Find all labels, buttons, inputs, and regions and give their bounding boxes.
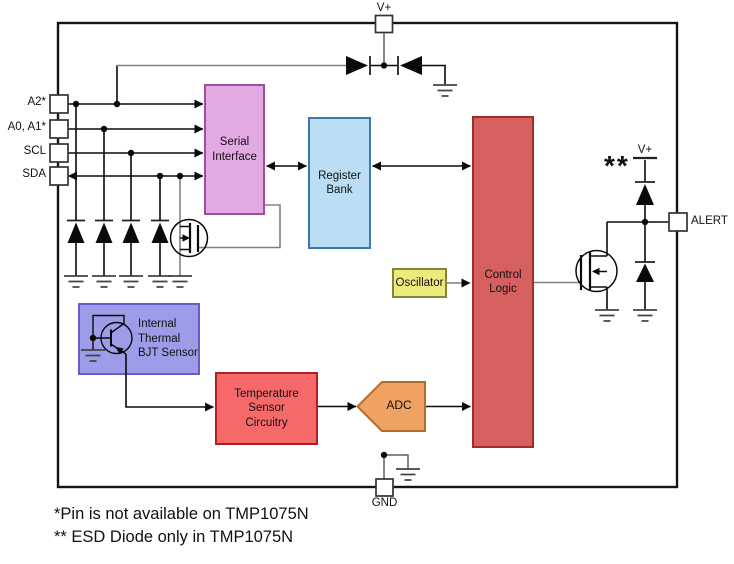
scl-pin-label: SCL	[23, 145, 46, 157]
sda-pin-label: SDA	[22, 168, 46, 180]
a2-pin-label: A2*	[27, 96, 46, 108]
supply-clamp-diode-right	[400, 56, 422, 75]
register-bank-block: Register Bank	[308, 117, 371, 249]
supply-clamp-diode-left	[346, 56, 368, 75]
oscillator-block: Oscillator	[392, 268, 447, 298]
bjt-sensor-block: Internal Thermal BJT Sensor	[78, 303, 200, 375]
alert-pin-label: ALERT	[691, 215, 728, 227]
a2-pin-square	[49, 94, 69, 114]
serial-interface-label: Serial Interface	[212, 136, 257, 163]
serial-interface-block: Serial Interface	[204, 84, 265, 215]
vplus-pin-square	[374, 14, 394, 34]
alert-esd-diode-top	[636, 184, 654, 205]
temp-sensor-circuitry-label: Temperature Sensor Circuitry	[234, 387, 299, 429]
esd-note-marker: **	[604, 150, 630, 181]
chip-outline	[56, 21, 679, 489]
a0-a1-pin-label: A0, A1*	[7, 121, 46, 133]
oscillator-label: Oscillator	[395, 276, 444, 289]
temp-sensor-circuitry-block: Temperature Sensor Circuitry	[215, 372, 318, 445]
sda-pin-square	[49, 166, 69, 186]
a0-a1-pin-square	[49, 119, 69, 139]
control-logic-label: Control Logic	[484, 268, 522, 295]
adc-label: ADC	[386, 398, 412, 412]
pin-squares	[49, 14, 688, 497]
gnd-pin-label: GND	[371, 497, 398, 509]
vplus-right-label: V+	[637, 144, 653, 156]
register-bank-label: Register Bank	[318, 169, 361, 196]
sda-output-mosfet	[169, 218, 209, 258]
gnd-pin-square	[375, 478, 394, 497]
footnote-esd-diode: ** ESD Diode only in TMP1075N	[54, 528, 294, 546]
vplus-top-label: V+	[376, 2, 392, 14]
scl-pin-square	[49, 143, 69, 163]
alert-output-mosfet	[575, 249, 618, 293]
alert-esd-diode-bottom	[636, 263, 654, 282]
alert-pin-square	[668, 212, 688, 232]
bjt-sensor-label: Internal Thermal BJT Sensor	[138, 318, 198, 360]
control-logic-block: Control Logic	[472, 116, 534, 448]
footnote-pin-availability: *Pin is not available on TMP1075N	[54, 505, 309, 523]
